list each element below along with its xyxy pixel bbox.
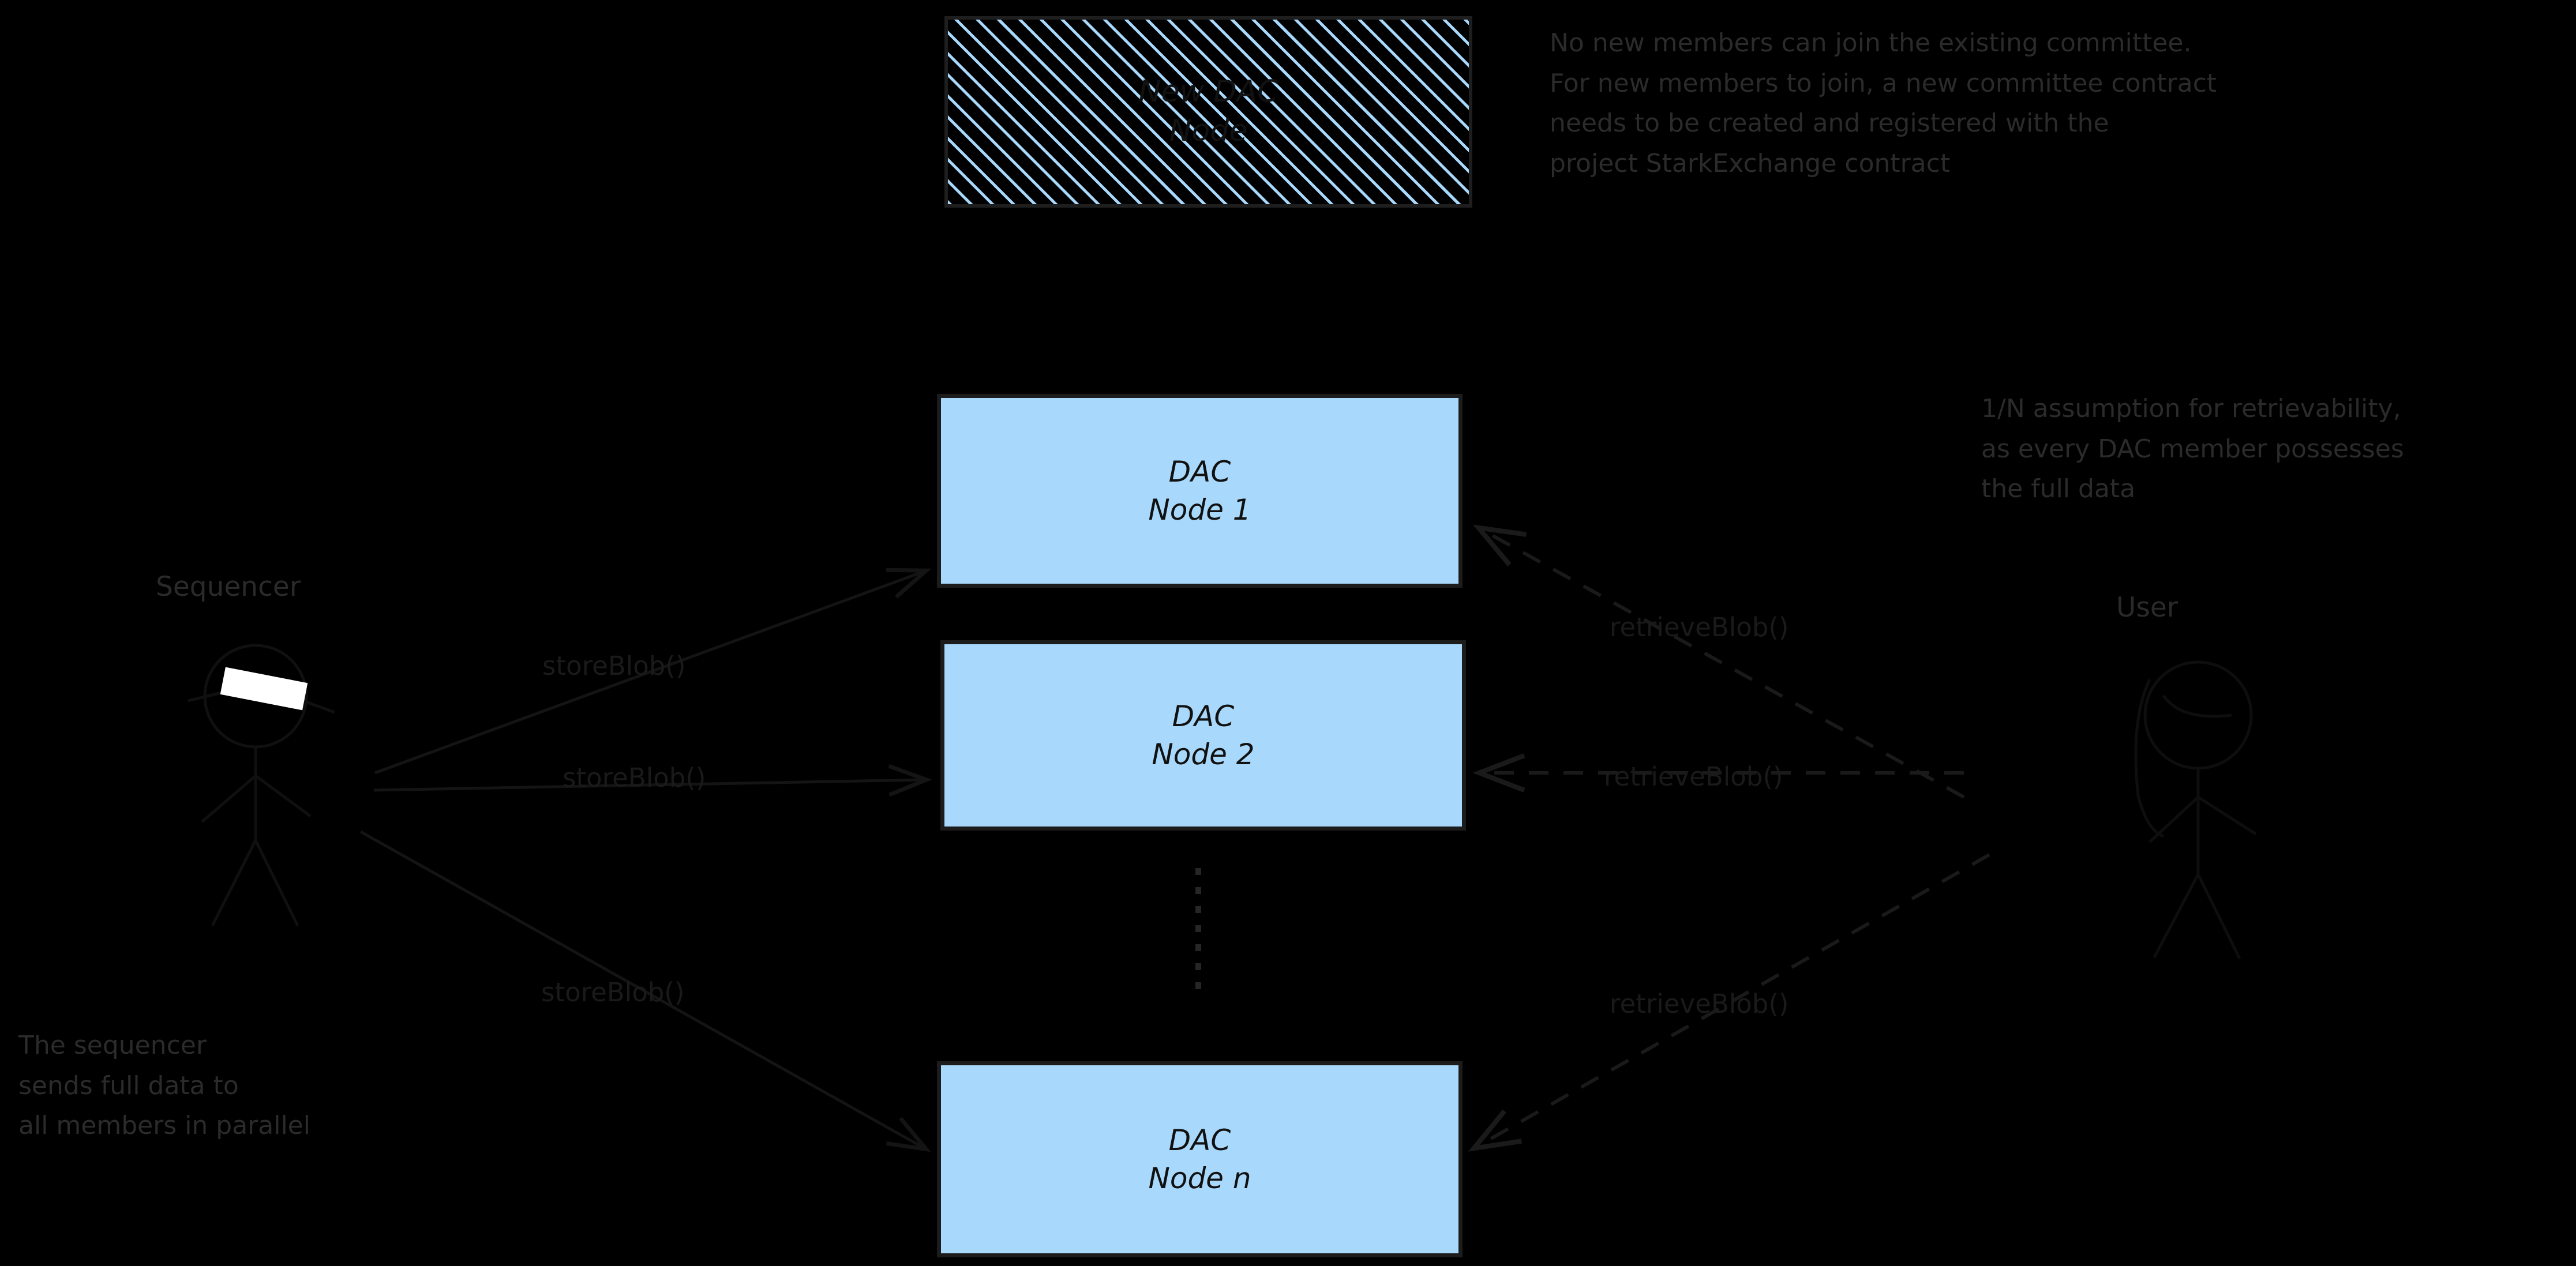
user-stick-figure-icon bbox=[2094, 634, 2302, 981]
edge-label-retrieveblob-1: retrieveBlob() bbox=[1610, 612, 1789, 643]
edge-label-storeblob-3: storeBlob() bbox=[541, 977, 685, 1008]
edge-retrieveblob-node1 bbox=[1472, 524, 1965, 799]
sequencer-stick-figure-icon bbox=[162, 626, 358, 949]
user-label: User bbox=[2116, 592, 2178, 623]
dac-node-2-box[interactable]: DAC Node 2 bbox=[940, 640, 1466, 831]
dac-node-1-box[interactable]: DAC Node 1 bbox=[937, 394, 1463, 588]
dac-node-2-label: DAC Node 2 bbox=[1152, 700, 1255, 771]
edge-label-retrieveblob-2: retrieveBlob() bbox=[1604, 761, 1783, 792]
edge-label-storeblob-2: storeBlob() bbox=[563, 762, 706, 793]
new-dac-node-label: New DAC Node bbox=[1138, 74, 1278, 148]
edge-label-storeblob-1: storeBlob() bbox=[542, 651, 686, 681]
sequencer-label: Sequencer bbox=[156, 571, 301, 603]
dac-node-1-label: DAC Node 1 bbox=[1148, 455, 1251, 527]
edge-label-retrieveblob-3: retrieveBlob() bbox=[1610, 989, 1789, 1019]
note-sequencer-parallel: The sequencer sends full data to all mem… bbox=[18, 1031, 310, 1141]
vertical-ellipsis-icon bbox=[1195, 868, 1201, 989]
note-committee: No new members can join the existing com… bbox=[1550, 28, 2217, 178]
dac-node-n-label: DAC Node n bbox=[1148, 1124, 1251, 1195]
new-dac-node-box[interactable]: New DAC Node bbox=[944, 16, 1472, 208]
note-retrievability-assumption: 1/N assumption for retrievability, as ev… bbox=[1981, 394, 2404, 504]
dac-node-n-box[interactable]: DAC Node n bbox=[937, 1061, 1463, 1257]
